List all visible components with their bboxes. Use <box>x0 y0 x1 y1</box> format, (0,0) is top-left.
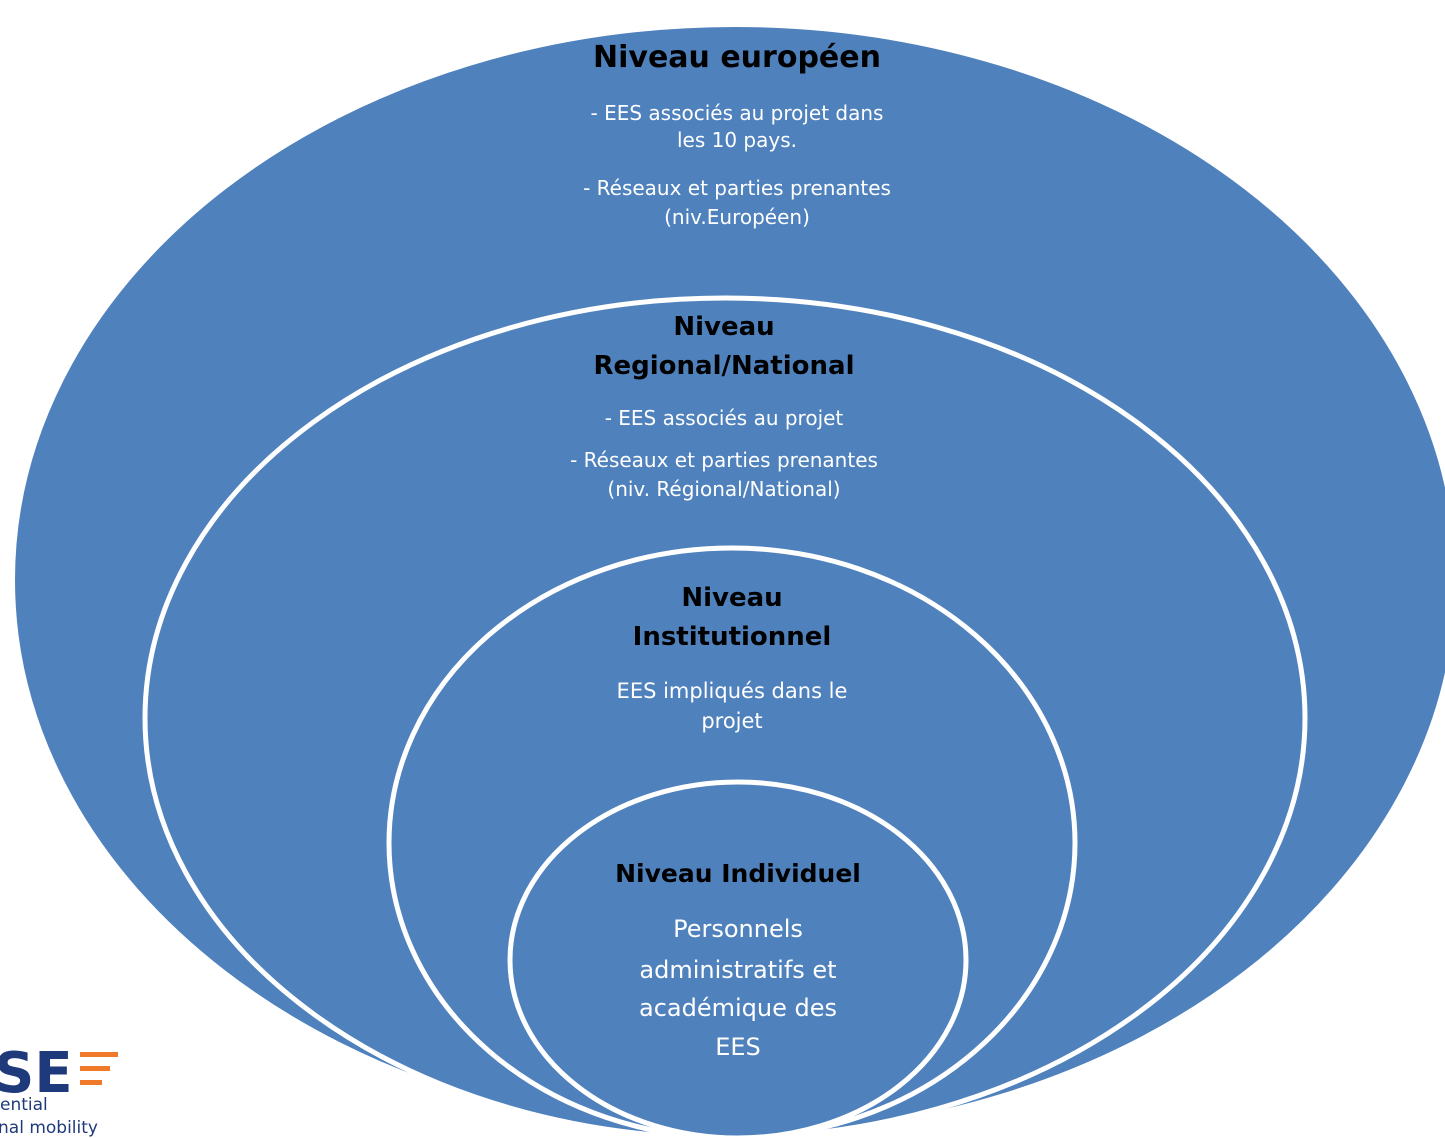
regional-level-line-1: - EES associés au projet <box>605 406 844 430</box>
logo-accent-bar-3 <box>80 1080 102 1085</box>
regional-level-title-line-2: Regional/National <box>594 351 855 381</box>
european-level-title: Niveau européen <box>593 40 881 75</box>
individual-level-line-2: administratifs et <box>639 956 836 984</box>
regional-level-line-2: - Réseaux et parties prenantes <box>570 448 878 472</box>
institutional-level-line-2: projet <box>701 709 762 733</box>
logo-tagline-line-2: nal mobility <box>0 1118 98 1138</box>
european-level-line-1: - EES associés au projet dans <box>591 101 884 125</box>
project-logo: SE ential nal mobility <box>0 1041 118 1138</box>
individual-level-line-1: Personnels <box>673 915 803 943</box>
institutional-level-line-1: EES impliqués dans le <box>617 679 848 703</box>
institutional-level-title-line-1: Niveau <box>681 583 782 613</box>
regional-level-title-line-1: Niveau <box>673 312 774 342</box>
european-level-line-2: les 10 pays. <box>677 128 797 152</box>
logo-mark: SE <box>0 1041 73 1106</box>
european-level-line-3: - Réseaux et parties prenantes <box>583 176 891 200</box>
individual-level-circle <box>507 779 969 1138</box>
institutional-level-title-line-2: Institutionnel <box>633 622 832 652</box>
logo-accent-bar-1 <box>80 1052 118 1057</box>
individual-level-title: Niveau Individuel <box>615 859 861 888</box>
regional-level-line-3: (niv. Régional/National) <box>607 477 840 501</box>
individual-level-line-3: académique des <box>639 994 837 1022</box>
individual-level-line-4: EES <box>715 1033 761 1061</box>
european-level-line-4: (niv.Européen) <box>664 205 810 229</box>
logo-tagline-line-1: ential <box>0 1095 48 1115</box>
logo-accent-bar-2 <box>80 1066 110 1071</box>
